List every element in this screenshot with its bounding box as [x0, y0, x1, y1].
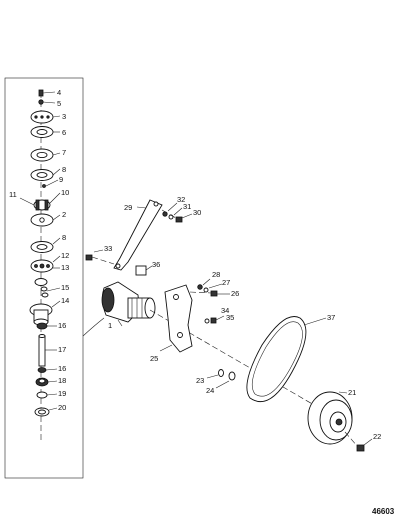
part-16b-seal — [37, 367, 58, 373]
callout-21: 21 — [348, 388, 356, 397]
part-29-brace — [113, 199, 163, 271]
callout-29: 29 — [124, 203, 132, 212]
part-19-washer — [36, 391, 58, 399]
callout-16: 16 — [58, 321, 66, 330]
callout-12: 12 — [61, 251, 69, 260]
callout-20: 20 — [58, 403, 66, 412]
part-33-screw — [85, 249, 115, 265]
part-17-shaft — [38, 334, 57, 367]
callout-18: 18 — [58, 376, 66, 385]
part-4-screw — [38, 89, 56, 97]
part-16-seal — [36, 322, 57, 330]
part-8-gasket — [30, 168, 61, 181]
callout-3: 3 — [62, 112, 66, 121]
callout-8: 8 — [62, 165, 66, 174]
part-20-ring — [34, 407, 58, 417]
part-2-housing — [30, 213, 61, 227]
callout-5: 5 — [57, 99, 61, 108]
part-26-28-fasteners — [189, 278, 230, 297]
part-15-washers — [40, 286, 61, 298]
callout-13: 13 — [61, 263, 69, 272]
pump-internals-inset: 4 5 3 6 7 8 9 10 11 2 8 12 13 15 14 16 1… — [4, 77, 84, 479]
part-23-24-hardware — [206, 369, 236, 389]
drawing-reference-number: 46603 — [372, 507, 395, 516]
callout-26: 26 — [231, 289, 239, 298]
callout-9: 9 — [59, 175, 63, 184]
callout-16b: 16 — [58, 364, 66, 373]
callout-35: 35 — [226, 313, 234, 322]
callout-2: 2 — [62, 210, 66, 219]
callout-17: 17 — [58, 345, 66, 354]
callout-32: 32 — [177, 195, 185, 204]
part-30-32-fasteners — [161, 202, 193, 223]
callout-23: 23 — [196, 376, 204, 385]
part-10-rotor — [33, 192, 61, 211]
callout-4: 4 — [57, 88, 61, 97]
callout-6: 6 — [62, 128, 66, 137]
callout-37: 37 — [327, 313, 335, 322]
part-14-bearing-housing — [29, 300, 61, 326]
part-12-13-end-plate — [30, 255, 61, 273]
part-7-plate — [30, 148, 61, 162]
part-6-gasket — [30, 126, 60, 138]
callout-24: 24 — [206, 386, 214, 395]
callout-8b: 8 — [62, 233, 66, 242]
callout-25: 25 — [150, 354, 158, 363]
inset-frame — [4, 77, 84, 479]
callout-14: 14 — [61, 296, 69, 305]
callout-34: 34 — [221, 306, 229, 315]
part-1-pump-body — [101, 281, 156, 327]
callout-19: 19 — [58, 389, 66, 398]
callout-11: 11 — [9, 190, 17, 199]
part-21-pulley — [307, 391, 353, 445]
part-18-bearing — [35, 377, 58, 387]
callout-27: 27 — [222, 278, 230, 287]
part-8b-gasket — [30, 237, 61, 253]
part-22-screw — [344, 431, 373, 452]
part-o-ring — [34, 278, 48, 286]
callout-36: 36 — [152, 260, 160, 269]
part-36-spacer — [135, 265, 153, 276]
callout-1: 1 — [108, 321, 112, 330]
callout-15: 15 — [61, 283, 69, 292]
part-34-35-fasteners — [204, 315, 225, 324]
callout-31: 31 — [183, 202, 191, 211]
part-5-washer — [38, 99, 56, 105]
callout-30: 30 — [193, 208, 201, 217]
part-9-pin — [42, 179, 59, 188]
part-37-belt — [246, 316, 327, 403]
inset-to-pump-leader — [82, 317, 105, 337]
callout-33: 33 — [104, 244, 112, 253]
part-25-bracket — [159, 284, 193, 353]
callout-22: 22 — [373, 432, 381, 441]
callout-10: 10 — [61, 188, 69, 197]
callout-28: 28 — [212, 270, 220, 279]
main-assembly: 1 29 33 36 32 31 30 28 27 26 34 35 25 23… — [85, 195, 381, 452]
callout-7: 7 — [62, 148, 66, 157]
leader-11 — [19, 197, 35, 206]
part-3-plate — [30, 110, 61, 124]
